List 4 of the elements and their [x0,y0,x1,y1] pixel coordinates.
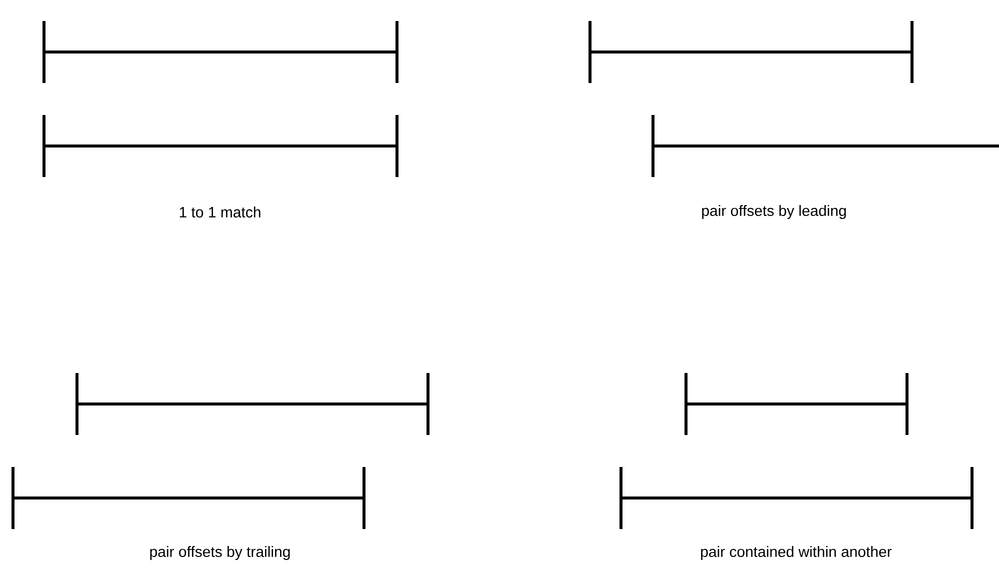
caption: pair contained within another [701,546,892,560]
caption: 1 to 1 match [180,206,260,218]
caption: pair offsets by leading [702,205,846,219]
caption: pair offsets by trailing [150,546,290,560]
